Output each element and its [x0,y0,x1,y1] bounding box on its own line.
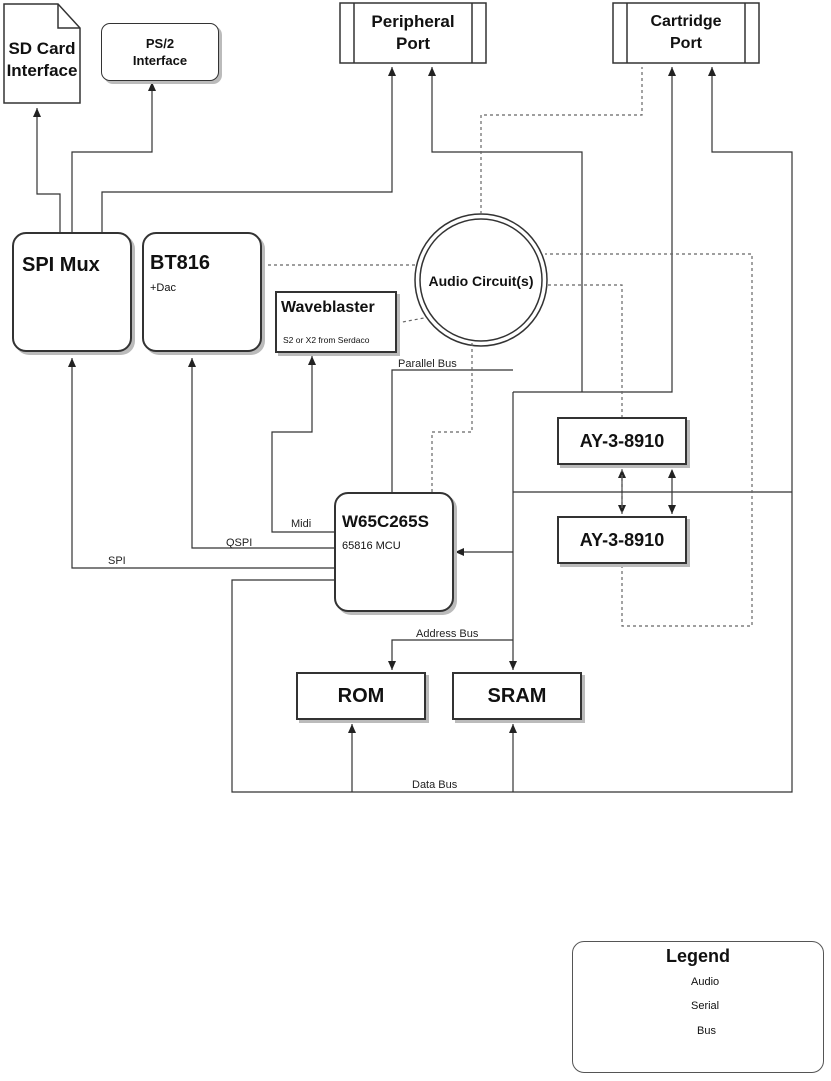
legend: Legend Audio Serial Bus [572,941,824,1073]
label-parallel-bus: Parallel Bus [398,358,457,370]
edge-mcu-parallel [391,369,513,492]
legend-serial: Serial [691,1000,720,1012]
peripheral-port[interactable]: Peripheral Port [371,12,455,53]
w65c265s-mcu[interactable]: W65C265S 65816 MCU [334,492,454,612]
peripheral-port-shape [339,2,487,64]
bt816-title: BT816 [150,252,211,274]
ps2-interface[interactable]: PS/2 Interface [101,23,219,81]
cartridge-port[interactable]: Cartridge Port [650,13,722,52]
waveblaster-subtitle: S2 or X2 from Serdaco [283,335,370,345]
audio-mcu [431,340,473,492]
audio-circuit[interactable]: Audio Circuit(s) [428,273,534,289]
edge-bus-peripheral [428,67,583,392]
sram[interactable]: SRAM [452,672,582,720]
waveblaster-title: Waveblaster [281,299,375,316]
legend-bus: Bus [697,1025,716,1037]
label-spi: SPI [108,555,126,567]
audio-waveblaster [396,317,425,324]
waveblaster[interactable]: Waveblaster S2 or X2 from Serdaco [275,291,397,353]
legend-title: Legend [665,946,730,966]
cartridge-port-shape [612,2,760,64]
audio-ay-left [545,253,753,627]
edge-bus-cartridge-b [708,67,793,492]
label-data-bus: Data Bus [412,779,458,791]
edge-spimux-sdcard [33,108,61,232]
rom[interactable]: ROM [296,672,426,720]
edge-address-rom [388,639,513,670]
audio-connectors [262,67,753,627]
edge-mcu-qspi [188,358,334,549]
label-qspi: QSPI [226,537,253,549]
spi-mux[interactable]: SPI Mux [12,232,132,352]
ay-3-8910-bottom[interactable]: AY-3-8910 [557,516,687,564]
mcu-subtitle: 65816 MCU [342,540,401,552]
bt816-subtitle: +Dac [150,282,176,294]
spi-mux-title: SPI Mux [22,254,100,276]
edge-spimux-peripheral [101,67,396,232]
audio-cartridge [480,67,643,214]
label-address-bus: Address Bus [416,628,479,640]
ay-3-8910-top[interactable]: AY-3-8910 [557,417,687,465]
edge-mcu-spi [68,358,334,569]
edge-mcu-midi [271,356,334,533]
edge-bus-cartridge-a [513,67,676,393]
bt816[interactable]: BT816 +Dac [142,232,262,352]
mcu-title: W65C265S [342,512,429,531]
sd-card-interface[interactable]: SD Card Interface [6,39,78,80]
bus-data [231,492,793,793]
edge-spimux-ps2 [71,82,156,232]
sd-card-shape [3,3,81,104]
label-midi: Midi [291,518,312,530]
legend-audio: Audio [691,976,720,988]
